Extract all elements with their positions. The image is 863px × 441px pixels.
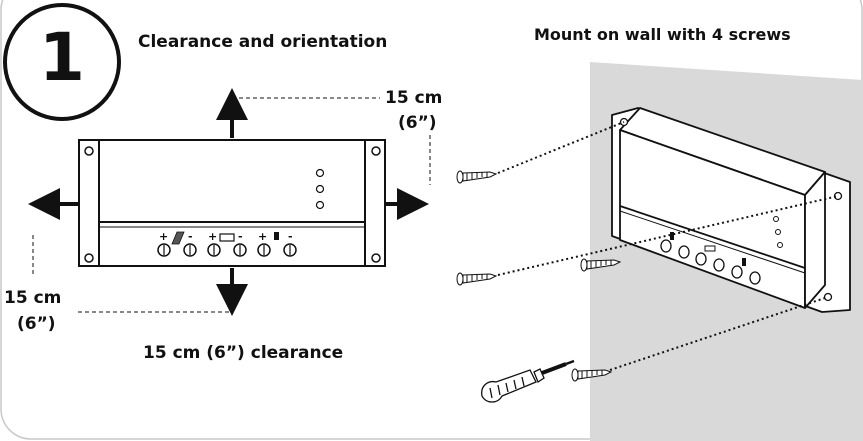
step-number-circle bbox=[3, 3, 121, 121]
screwdriver-icon bbox=[481, 359, 575, 403]
clearance-left-value: 15 cm bbox=[4, 288, 62, 308]
screw-icon bbox=[456, 170, 622, 382]
svg-text:-: - bbox=[238, 230, 243, 243]
svg-text:-: - bbox=[288, 230, 293, 243]
step-title: Clearance and orientation bbox=[138, 32, 388, 52]
controller-front-view: + - + - + - bbox=[78, 139, 386, 267]
clearance-left-unit: (6”) bbox=[17, 314, 56, 334]
svg-text:+: + bbox=[159, 230, 168, 243]
svg-text:+: + bbox=[208, 230, 217, 243]
solar-panel-icon bbox=[171, 231, 185, 245]
svg-text:+: + bbox=[258, 230, 267, 243]
controller-perspective-view bbox=[611, 107, 851, 313]
lamp-icon bbox=[274, 232, 279, 240]
right-title: Mount on wall with 4 screws bbox=[534, 25, 791, 44]
battery-icon bbox=[219, 233, 235, 242]
step-number: 1 bbox=[39, 19, 85, 96]
clearance-bottom-label: 15 cm (6”) clearance bbox=[143, 343, 344, 363]
svg-text:-: - bbox=[188, 230, 193, 243]
clearance-top-unit: (6”) bbox=[398, 113, 437, 133]
clearance-top-value: 15 cm bbox=[385, 88, 443, 108]
